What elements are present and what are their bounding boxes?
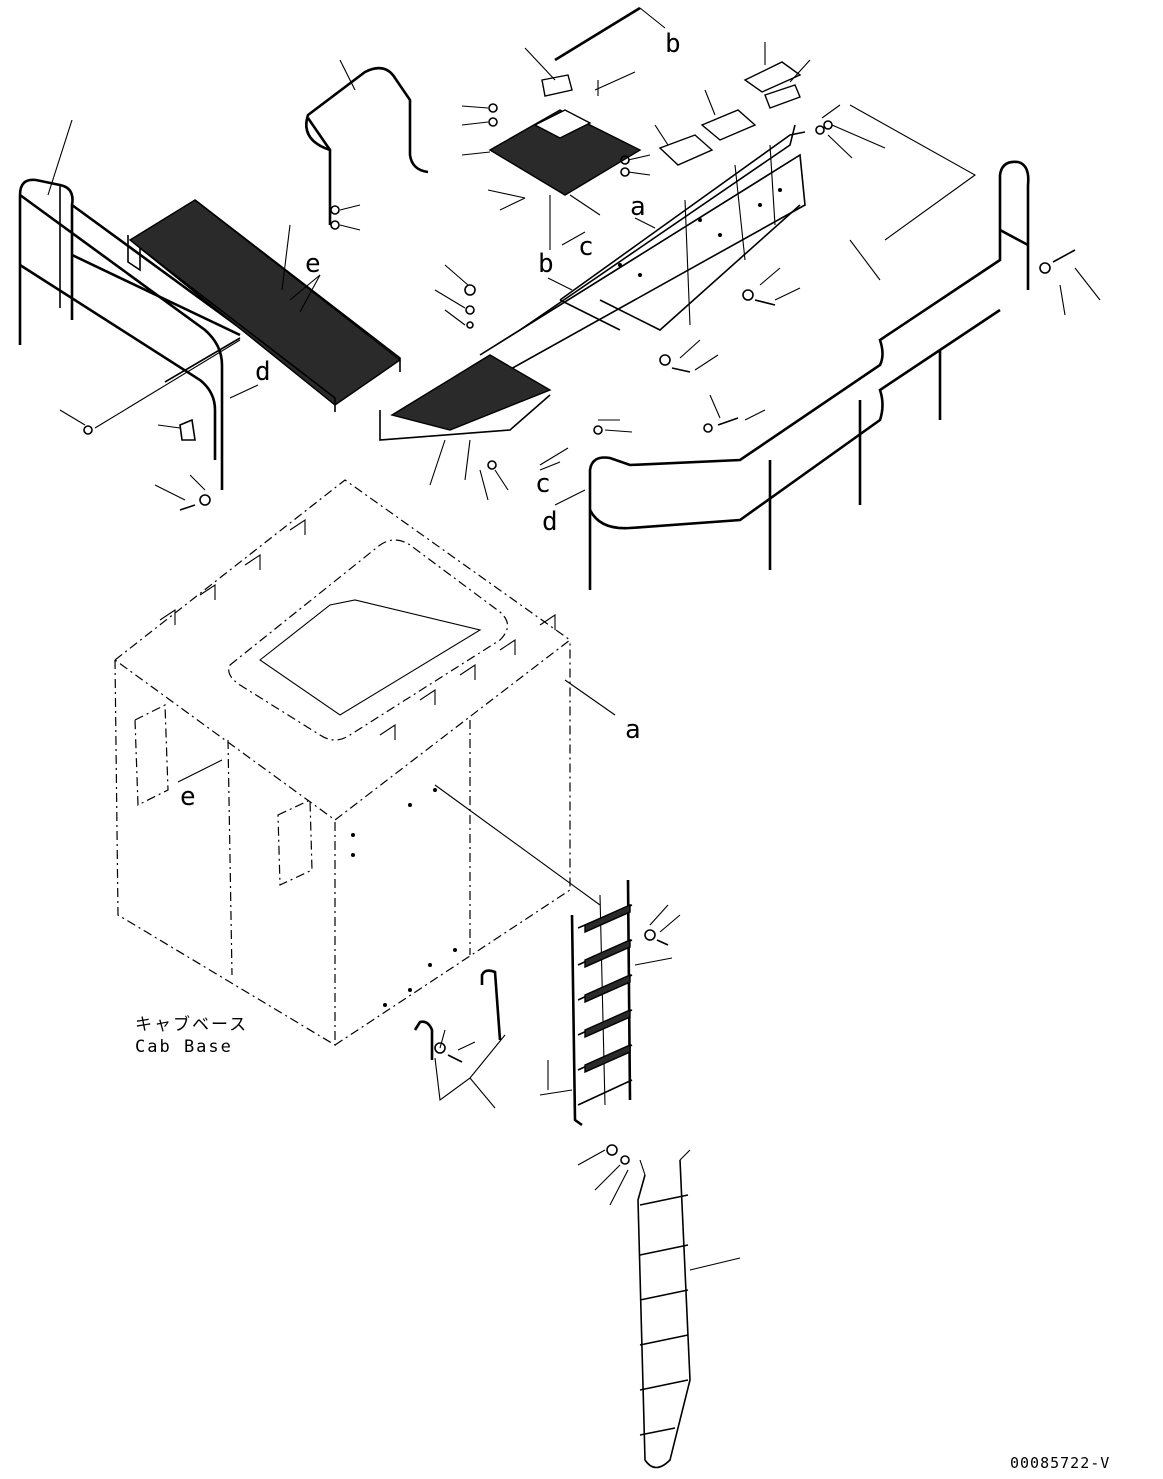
right-handrail [588, 104, 1030, 590]
label-e-top: e [305, 249, 321, 279]
label-a-right: a [625, 715, 641, 745]
frame-holes [618, 188, 782, 277]
label-b-mid: b [538, 249, 554, 279]
cab-bolt-holes [351, 788, 457, 1007]
drawing-code: 00085722-V [1010, 1454, 1110, 1472]
ladder-rungs [577, 904, 633, 1106]
reference-labels: e d a c b c d a e [177, 192, 656, 812]
hook-brackets [413, 969, 506, 1109]
fixed-ladder [539, 879, 681, 1127]
cab-base-label-japanese: キャブベース [135, 1014, 248, 1035]
top-grab-handle [305, 59, 429, 225]
rod-b: b [554, 6, 681, 62]
rope-ladder [577, 1144, 741, 1469]
main-frame [479, 124, 806, 376]
label-e-left: e [180, 782, 196, 812]
label-c-top: c [578, 232, 594, 262]
left-fasteners [59, 103, 886, 511]
front-step-grating [379, 354, 552, 486]
label-a-top: a [630, 192, 646, 222]
cab-base-label-english: Cab Base [135, 1037, 233, 1057]
left-walkway-grating [127, 199, 402, 412]
rope-rungs [639, 1194, 689, 1436]
right-fasteners [659, 249, 1101, 433]
label-d-bottom: d [542, 507, 558, 537]
cab-top-brackets [159, 518, 556, 740]
center-platform-grating [488, 47, 642, 196]
perforated-pads [654, 42, 811, 166]
label-d-left: d [255, 357, 271, 387]
cab-base: キャブベース Cab Base [114, 479, 601, 1057]
left-handrail [18, 119, 251, 490]
label-b-top: b [665, 29, 681, 59]
label-c-bottom: c [535, 469, 551, 499]
